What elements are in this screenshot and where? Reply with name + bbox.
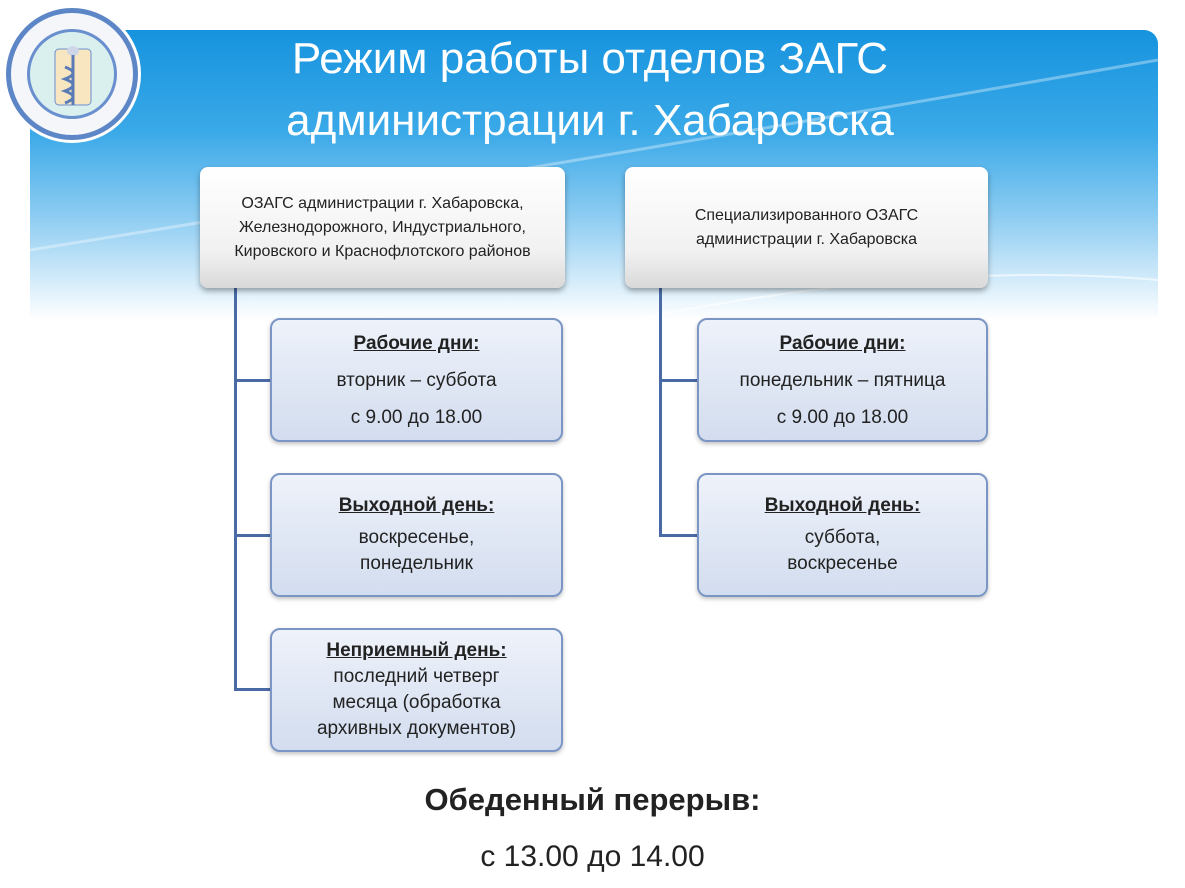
department-box-city: ОЗАГС администрации г. Хабаровска, Желез…	[200, 167, 565, 288]
day-off-box: Выходной день: суббота, воскресенье	[697, 473, 988, 597]
lunch-time: с 13.00 до 14.00	[480, 840, 705, 873]
connector-right	[659, 288, 662, 537]
block-line: воскресенье	[787, 553, 898, 574]
zags-emblem-logo	[6, 8, 138, 140]
connector-left-1	[234, 379, 272, 382]
title-line-1: Режим работы отделов ЗАГС	[291, 34, 889, 83]
block-heading: Рабочие дни:	[353, 332, 480, 354]
connector-left	[234, 288, 237, 691]
page-title: Режим работы отделов ЗАГС администрации …	[130, 28, 1050, 152]
lunch-heading: Обеденный перерыв:	[424, 782, 761, 817]
block-line: с 9.00 до 18.00	[776, 406, 909, 428]
non-reception-day-box: Неприемный день: последний четверг месяц…	[270, 628, 563, 752]
title-line-2: администрации г. Хабаровска	[286, 96, 894, 145]
block-line: воскресенье,	[358, 527, 475, 548]
connector-right-2	[659, 534, 699, 537]
block-heading: Рабочие дни:	[779, 332, 906, 354]
department-box-specialized: Специализированного ОЗАГС администрации …	[625, 167, 988, 288]
block-line: с 9.00 до 18.00	[350, 406, 483, 428]
working-days-box: Рабочие дни: понедельник – пятница с 9.0…	[697, 318, 988, 442]
connector-right-1	[659, 379, 699, 382]
block-line: понедельник	[360, 553, 473, 574]
connector-left-2	[234, 534, 272, 537]
department-name: ОЗАГС администрации г. Хабаровска, Желез…	[234, 194, 531, 260]
block-line: суббота,	[804, 527, 881, 548]
block-heading: Выходной день:	[764, 495, 921, 516]
block-heading: Выходной день:	[338, 495, 495, 516]
block-line: вторник – суббота	[336, 369, 497, 391]
block-line: понедельник – пятница	[739, 369, 946, 391]
day-off-box: Выходной день: воскресенье, понедельник	[270, 473, 563, 597]
block-heading: Неприемный день:	[326, 640, 507, 661]
department-name: Специализированного ОЗАГС администрации …	[694, 206, 919, 248]
connector-left-3	[234, 688, 272, 691]
caduceus-icon	[54, 46, 92, 106]
block-line: месяца (обработка	[332, 692, 501, 713]
block-line: последний четверг	[333, 666, 500, 687]
block-line: архивных документов)	[316, 718, 517, 739]
working-days-box: Рабочие дни: вторник – суббота с 9.00 до…	[270, 318, 563, 442]
